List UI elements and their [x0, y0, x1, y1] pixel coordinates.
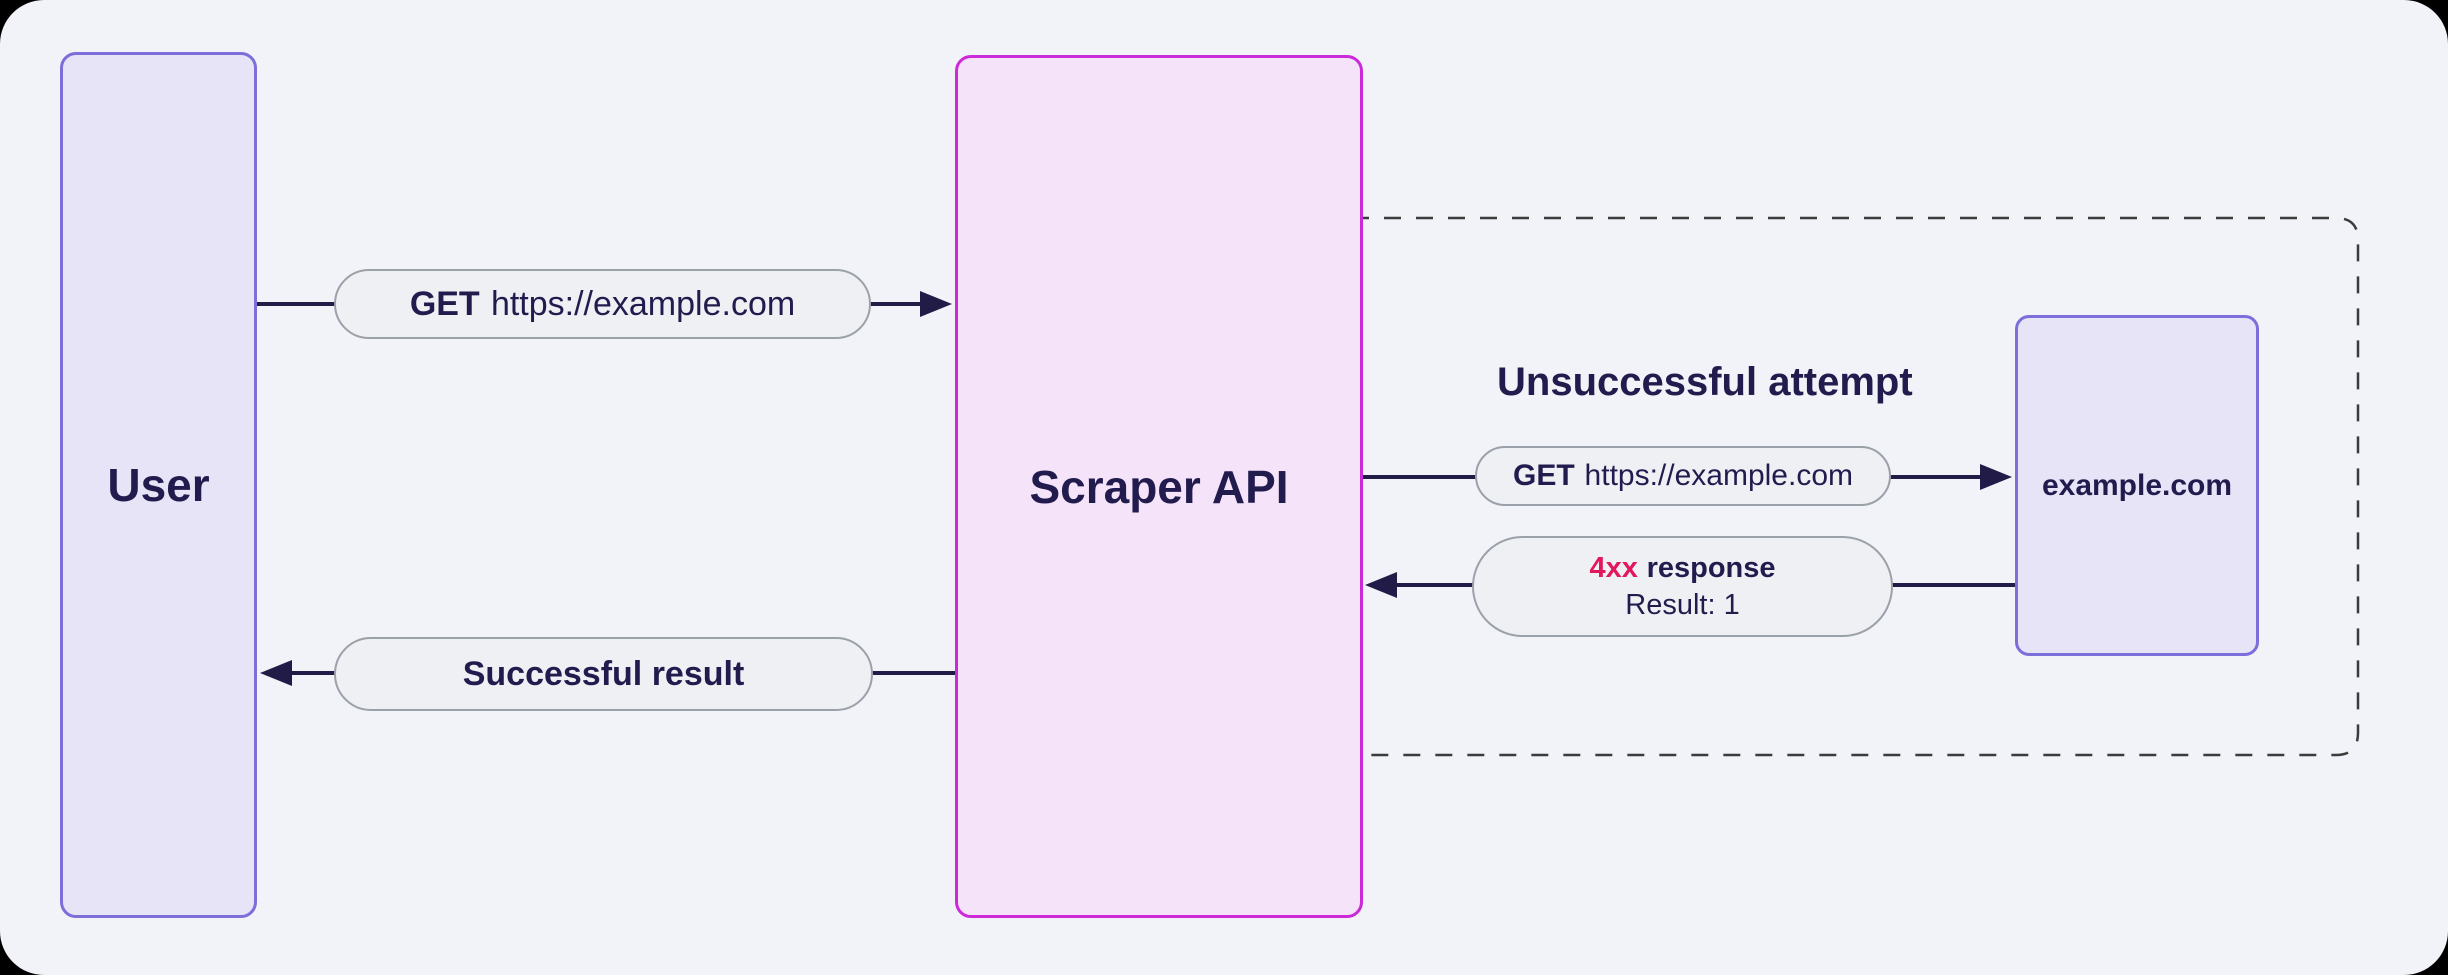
edge-label-successful-result: Successful result	[334, 637, 873, 711]
response-code: 4xx	[1589, 551, 1638, 584]
attempt-request-url: https://example.com	[1584, 459, 1853, 492]
arrowhead-scraper-to-user	[260, 660, 292, 686]
response-code-label: response	[1646, 551, 1776, 584]
successful-result-label: Successful result	[462, 654, 745, 693]
request-url: https://example.com	[490, 284, 796, 323]
arrowhead-user-to-scraper	[920, 291, 952, 317]
node-user-label: User	[107, 459, 210, 511]
node-example-com-label: example.com	[2041, 468, 2233, 502]
node-example-com: example.com	[2015, 315, 2259, 656]
unsuccessful-attempt-title: Unsuccessful attempt	[1497, 360, 1913, 404]
unsuccessful-attempt-dashed-region	[1352, 216, 2360, 757]
request-method: GET	[409, 284, 480, 323]
arrowhead-website-to-scraper	[1365, 572, 1397, 598]
node-scraper-api: Scraper API	[955, 55, 1363, 918]
node-user: User	[60, 52, 257, 918]
edge-label-4xx-response: 4xx response Result: 1	[1472, 536, 1893, 637]
attempt-request-method: GET	[1512, 459, 1575, 492]
arrowhead-scraper-to-website	[1980, 464, 2012, 490]
node-scraper-api-label: Scraper API	[1029, 460, 1289, 513]
response-result: Result: 1	[1625, 588, 1740, 621]
edge-label-get-request: GET https://example.com	[334, 269, 871, 339]
edge-label-attempt-get-request: GET https://example.com	[1475, 446, 1891, 506]
response-status-line: 4xx response	[1589, 552, 1775, 585]
